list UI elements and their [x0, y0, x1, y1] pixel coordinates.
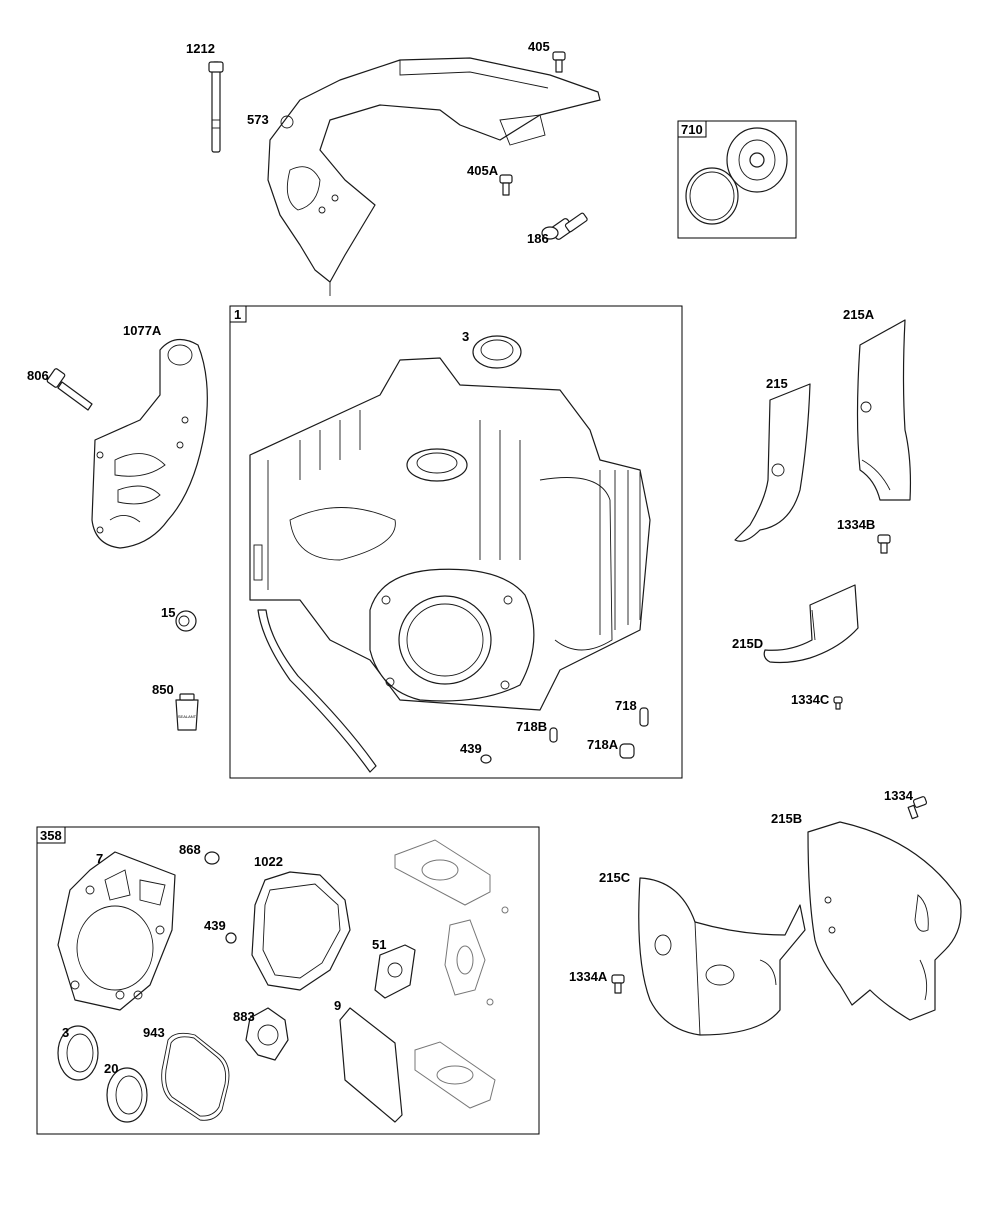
head-gasket-7[interactable] — [57, 851, 176, 1011]
callout-9: 9 — [334, 998, 341, 1013]
callout-1334: 1334 — [884, 788, 914, 803]
screw-405A[interactable] — [499, 174, 513, 196]
oil-filter-adapter-710[interactable] — [726, 127, 788, 193]
stud-bolt-1212[interactable] — [208, 61, 224, 153]
callout-1334A: 1334A — [569, 969, 608, 984]
screw-405[interactable] — [552, 51, 566, 73]
callout-1334B: 1334B — [837, 517, 875, 532]
seal-868[interactable] — [204, 851, 220, 865]
baffle-215[interactable] — [734, 383, 811, 542]
callout-718B: 718B — [516, 719, 547, 734]
blower-housing-573[interactable] — [267, 57, 601, 296]
exhaust-gasket[interactable] — [394, 839, 491, 906]
bracket-1077A[interactable] — [91, 339, 208, 549]
callout-186: 186 — [527, 231, 549, 246]
baffle-215D[interactable] — [763, 584, 859, 664]
oring-943[interactable] — [161, 1032, 230, 1121]
callout-3: 3 — [62, 1025, 69, 1040]
frame-1 — [229, 305, 683, 779]
engine-block-1[interactable] — [249, 357, 651, 711]
callout-573: 573 — [247, 112, 269, 127]
callout-943: 943 — [143, 1025, 165, 1040]
gasket-ring-710[interactable] — [685, 167, 739, 225]
dowel-pin-718A[interactable] — [619, 743, 635, 759]
callout-15: 15 — [161, 605, 175, 620]
callout-215D: 215D — [732, 636, 763, 651]
callout-1: 1 — [234, 307, 241, 322]
dowel-pin-718[interactable] — [639, 707, 649, 727]
callout-405A: 405A — [467, 163, 499, 178]
callout-215: 215 — [766, 376, 788, 391]
callout-215A: 215A — [843, 307, 875, 322]
callout-868: 868 — [179, 842, 201, 857]
callout-7: 7 — [96, 851, 103, 866]
callout-850: 850 — [152, 682, 174, 697]
frame-710 — [677, 120, 797, 239]
screw-1334[interactable] — [907, 796, 928, 820]
intake-gasket[interactable] — [444, 906, 509, 996]
tag-710 — [677, 120, 707, 138]
shroud-215B[interactable] — [807, 821, 962, 1021]
gasket-51[interactable] — [374, 944, 416, 999]
screw-1334C[interactable] — [833, 696, 843, 710]
washer-439-top[interactable] — [480, 754, 492, 764]
callout-439: 439 — [204, 918, 226, 933]
callout-1022: 1022 — [254, 854, 283, 869]
callout-439-top: 439 — [460, 741, 482, 756]
callout-883: 883 — [233, 1009, 255, 1024]
bolt-806[interactable] — [46, 368, 93, 411]
washer-439[interactable] — [225, 932, 237, 944]
screw-1334B[interactable] — [877, 534, 891, 554]
callout-1212: 1212 — [186, 41, 215, 56]
callout-1334C: 1334C — [791, 692, 830, 707]
callout-215B: 215B — [771, 811, 802, 826]
muffler-gasket[interactable] — [414, 998, 496, 1109]
callout-358: 358 — [40, 828, 62, 843]
oil-seal-3[interactable] — [57, 1025, 99, 1081]
fitting-186[interactable] — [541, 212, 588, 240]
dipstick-tube[interactable] — [257, 609, 377, 773]
oil-seal-3-top[interactable] — [472, 335, 522, 369]
sealant-tube-850[interactable]: SEALANT — [175, 693, 199, 731]
valve-cover-gasket-1022[interactable] — [251, 871, 351, 991]
baffle-215A[interactable] — [856, 319, 912, 501]
callout-710: 710 — [681, 122, 703, 137]
bushing-15[interactable] — [175, 610, 197, 632]
dowel-pin-718B[interactable] — [549, 727, 558, 743]
callout-806: 806 — [27, 368, 49, 383]
callout-405: 405 — [528, 39, 550, 54]
callout-20: 20 — [104, 1061, 118, 1076]
callout-1077A: 1077A — [123, 323, 162, 338]
plate-gasket-9[interactable] — [339, 1007, 403, 1123]
screw-1334A[interactable] — [611, 974, 625, 994]
callout-718: 718 — [615, 698, 637, 713]
oil-seal-20[interactable] — [106, 1067, 148, 1123]
tag-358 — [36, 826, 66, 844]
tube-label: SEALANT — [178, 714, 197, 719]
callout-718A: 718A — [587, 737, 619, 752]
frame-358 — [36, 826, 540, 1135]
callout-215C: 215C — [599, 870, 631, 885]
shroud-215C[interactable] — [638, 877, 806, 1036]
tag-1 — [229, 305, 247, 323]
callout-3-top: 3 — [462, 329, 469, 344]
gasket-883[interactable] — [245, 1007, 289, 1061]
callout-51: 51 — [372, 937, 386, 952]
